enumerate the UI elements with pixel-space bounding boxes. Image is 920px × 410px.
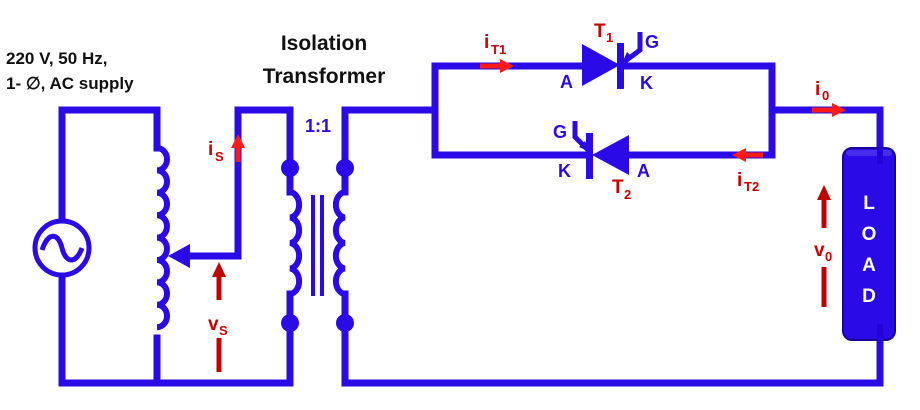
primary-top-terminal-dot: [281, 159, 299, 177]
current-arrow-i0-icon: [812, 103, 846, 117]
supply-rating-label: 220 V, 50 Hz,: [6, 49, 107, 68]
t2-cathode-label: K: [558, 161, 571, 181]
voltage-arrow-v0-icon: [817, 185, 831, 307]
t1-name-sub: 1: [606, 30, 613, 45]
transformer-title-line2: Transformer: [263, 65, 386, 88]
t2-name-label: T: [612, 177, 624, 198]
wire-t1-anode: [431, 62, 586, 114]
wire-t2-anode: [624, 106, 776, 159]
t1-name-label: T: [594, 21, 606, 42]
t1-cathode-label: K: [640, 73, 653, 93]
wire-secondary-top: [341, 106, 439, 170]
iT1-label: i: [484, 32, 489, 53]
load-resistor[interactable]: [842, 147, 896, 341]
current-arrow-iT1-icon: [480, 59, 514, 73]
load-letter-a: A: [862, 255, 876, 276]
primary-bottom-terminal-dot: [281, 314, 299, 332]
v0-label: v: [814, 240, 825, 261]
t2-name-sub: 2: [624, 187, 631, 202]
i0-label: i: [815, 79, 820, 100]
wire-source-bottom: [58, 271, 161, 387]
autotransformer-coil-icon: [156, 145, 170, 331]
transformer-title-line1: Isolation: [281, 32, 367, 55]
vS-label: v: [208, 314, 219, 335]
t1-gate-label: G: [645, 32, 659, 52]
transformer-secondary-coil-icon: [332, 189, 346, 297]
t1-anode-label: A: [560, 72, 573, 92]
turns-ratio-label: 1:1: [305, 116, 331, 136]
load-letter-l: L: [863, 193, 875, 214]
thyristor-t2-icon[interactable]: [572, 121, 629, 179]
load-letter-o: O: [862, 224, 877, 245]
iS-sub: S: [215, 149, 224, 164]
i0-sub: 0: [822, 88, 829, 103]
secondary-top-terminal-dot: [336, 159, 354, 177]
iT2-label: i: [737, 170, 742, 191]
t2-gate-label: G: [553, 122, 567, 142]
load-letter-d: D: [862, 286, 876, 307]
thyristor-t1-icon[interactable]: [582, 32, 643, 89]
sine-wave-icon: [39, 233, 85, 263]
wiper-wire: [181, 106, 242, 260]
current-arrow-iS-icon: [231, 134, 245, 162]
wiper-arrow-icon[interactable]: [168, 244, 190, 268]
vS-sub: S: [219, 323, 228, 338]
iT1-sub: T1: [491, 42, 506, 57]
transformer-primary-coil-icon: [289, 189, 303, 297]
v0-sub: 0: [825, 249, 832, 264]
secondary-bottom-terminal-dot: [336, 314, 354, 332]
voltage-arrow-vS-icon: [212, 262, 226, 372]
iT2-sub: T2: [744, 179, 759, 194]
wire-secondary-bottom: [341, 320, 884, 387]
wire-primary-top: [234, 106, 294, 170]
current-arrow-iT2-icon: [732, 148, 763, 162]
wire-source-top: [58, 106, 161, 226]
iS-label: i: [208, 139, 213, 160]
supply-phase-label: 1- ∅, AC supply: [6, 74, 134, 93]
wire-t2-cathode: [431, 106, 589, 159]
ac-source-icon: [32, 218, 92, 278]
source-loop-wires: [58, 106, 294, 387]
t2-anode-label: A: [637, 161, 650, 181]
